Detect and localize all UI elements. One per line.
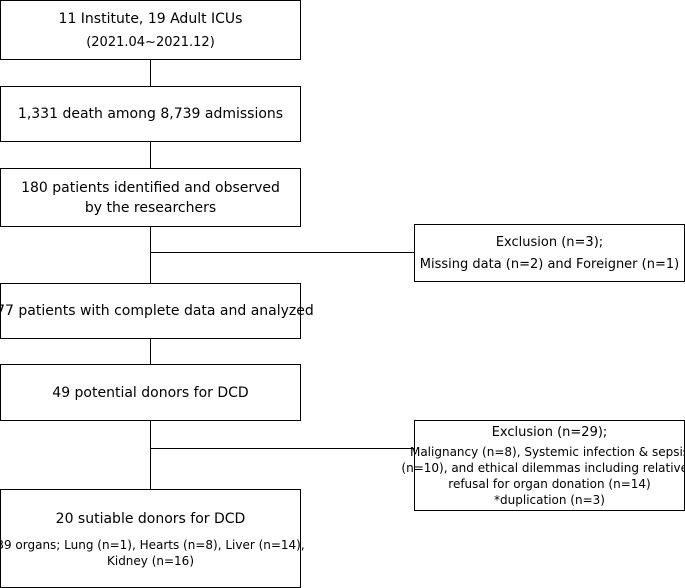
exclusion2-line2: (n=10), and ethical dilemmas including r…: [401, 461, 685, 475]
institutes-period: (2021.04~2021.12): [86, 34, 215, 50]
exclusion2-line1: Malignancy (n=8), Systemic infection & s…: [409, 445, 685, 459]
box-deaths: 1,331 death among 8,739 admissions: [0, 86, 301, 142]
box-identified: 180 patients identified and observed by …: [0, 168, 301, 227]
box-potential: 49 potential donors for DCD: [0, 364, 301, 421]
connector-analyzed-potential: [150, 338, 151, 365]
exclusion2-line3: refusal for organ donation (n=14): [448, 477, 651, 491]
connector-to-exclusion2: [150, 448, 414, 449]
institutes-line: 11 Institute, 19 Adult ICUs: [58, 10, 243, 27]
identified-line2: by the researchers: [84, 199, 217, 216]
connector-potential-suitable: [150, 420, 151, 490]
box-exclusion-clinical: Exclusion (n=29); Malignancy (n=8), Syst…: [401, 420, 685, 511]
exclusion1-detail: Missing data (n=2) and Foreigner (n=1): [419, 256, 680, 272]
box-exclusion-missing: Exclusion (n=3); Missing data (n=2) and …: [414, 224, 685, 282]
deaths-line: 1,331 death among 8,739 admissions: [17, 106, 284, 122]
exclusion2-line4: *duplication (n=3): [494, 493, 605, 507]
exclusion2-title: Exclusion (n=29);: [491, 425, 608, 440]
connector-to-exclusion1: [150, 252, 414, 253]
box-suitable: 20 sutiable donors for DCD 39 organs; Lu…: [0, 489, 305, 588]
connector-deaths-identified: [150, 141, 151, 169]
suitable-title: 20 sutiable donors for DCD: [55, 510, 246, 527]
suitable-kidney: Kidney (n=16): [106, 553, 195, 568]
connector-institutes-deaths: [150, 59, 151, 87]
identified-line1: 180 patients identified and observed: [21, 179, 280, 196]
box-institutes: 11 Institute, 19 Adult ICUs (2021.04~202…: [0, 0, 301, 60]
potential-line: 49 potential donors for DCD: [52, 384, 249, 401]
box-analyzed: 177 patients with complete data and anal…: [0, 283, 314, 339]
connector-identified-analyzed: [150, 226, 151, 284]
suitable-organs: 39 organs; Lung (n=1), Hearts (n=8), Liv…: [0, 537, 305, 552]
analyzed-line: 177 patients with complete data and anal…: [0, 303, 314, 319]
exclusion1-title: Exclusion (n=3);: [495, 234, 604, 250]
